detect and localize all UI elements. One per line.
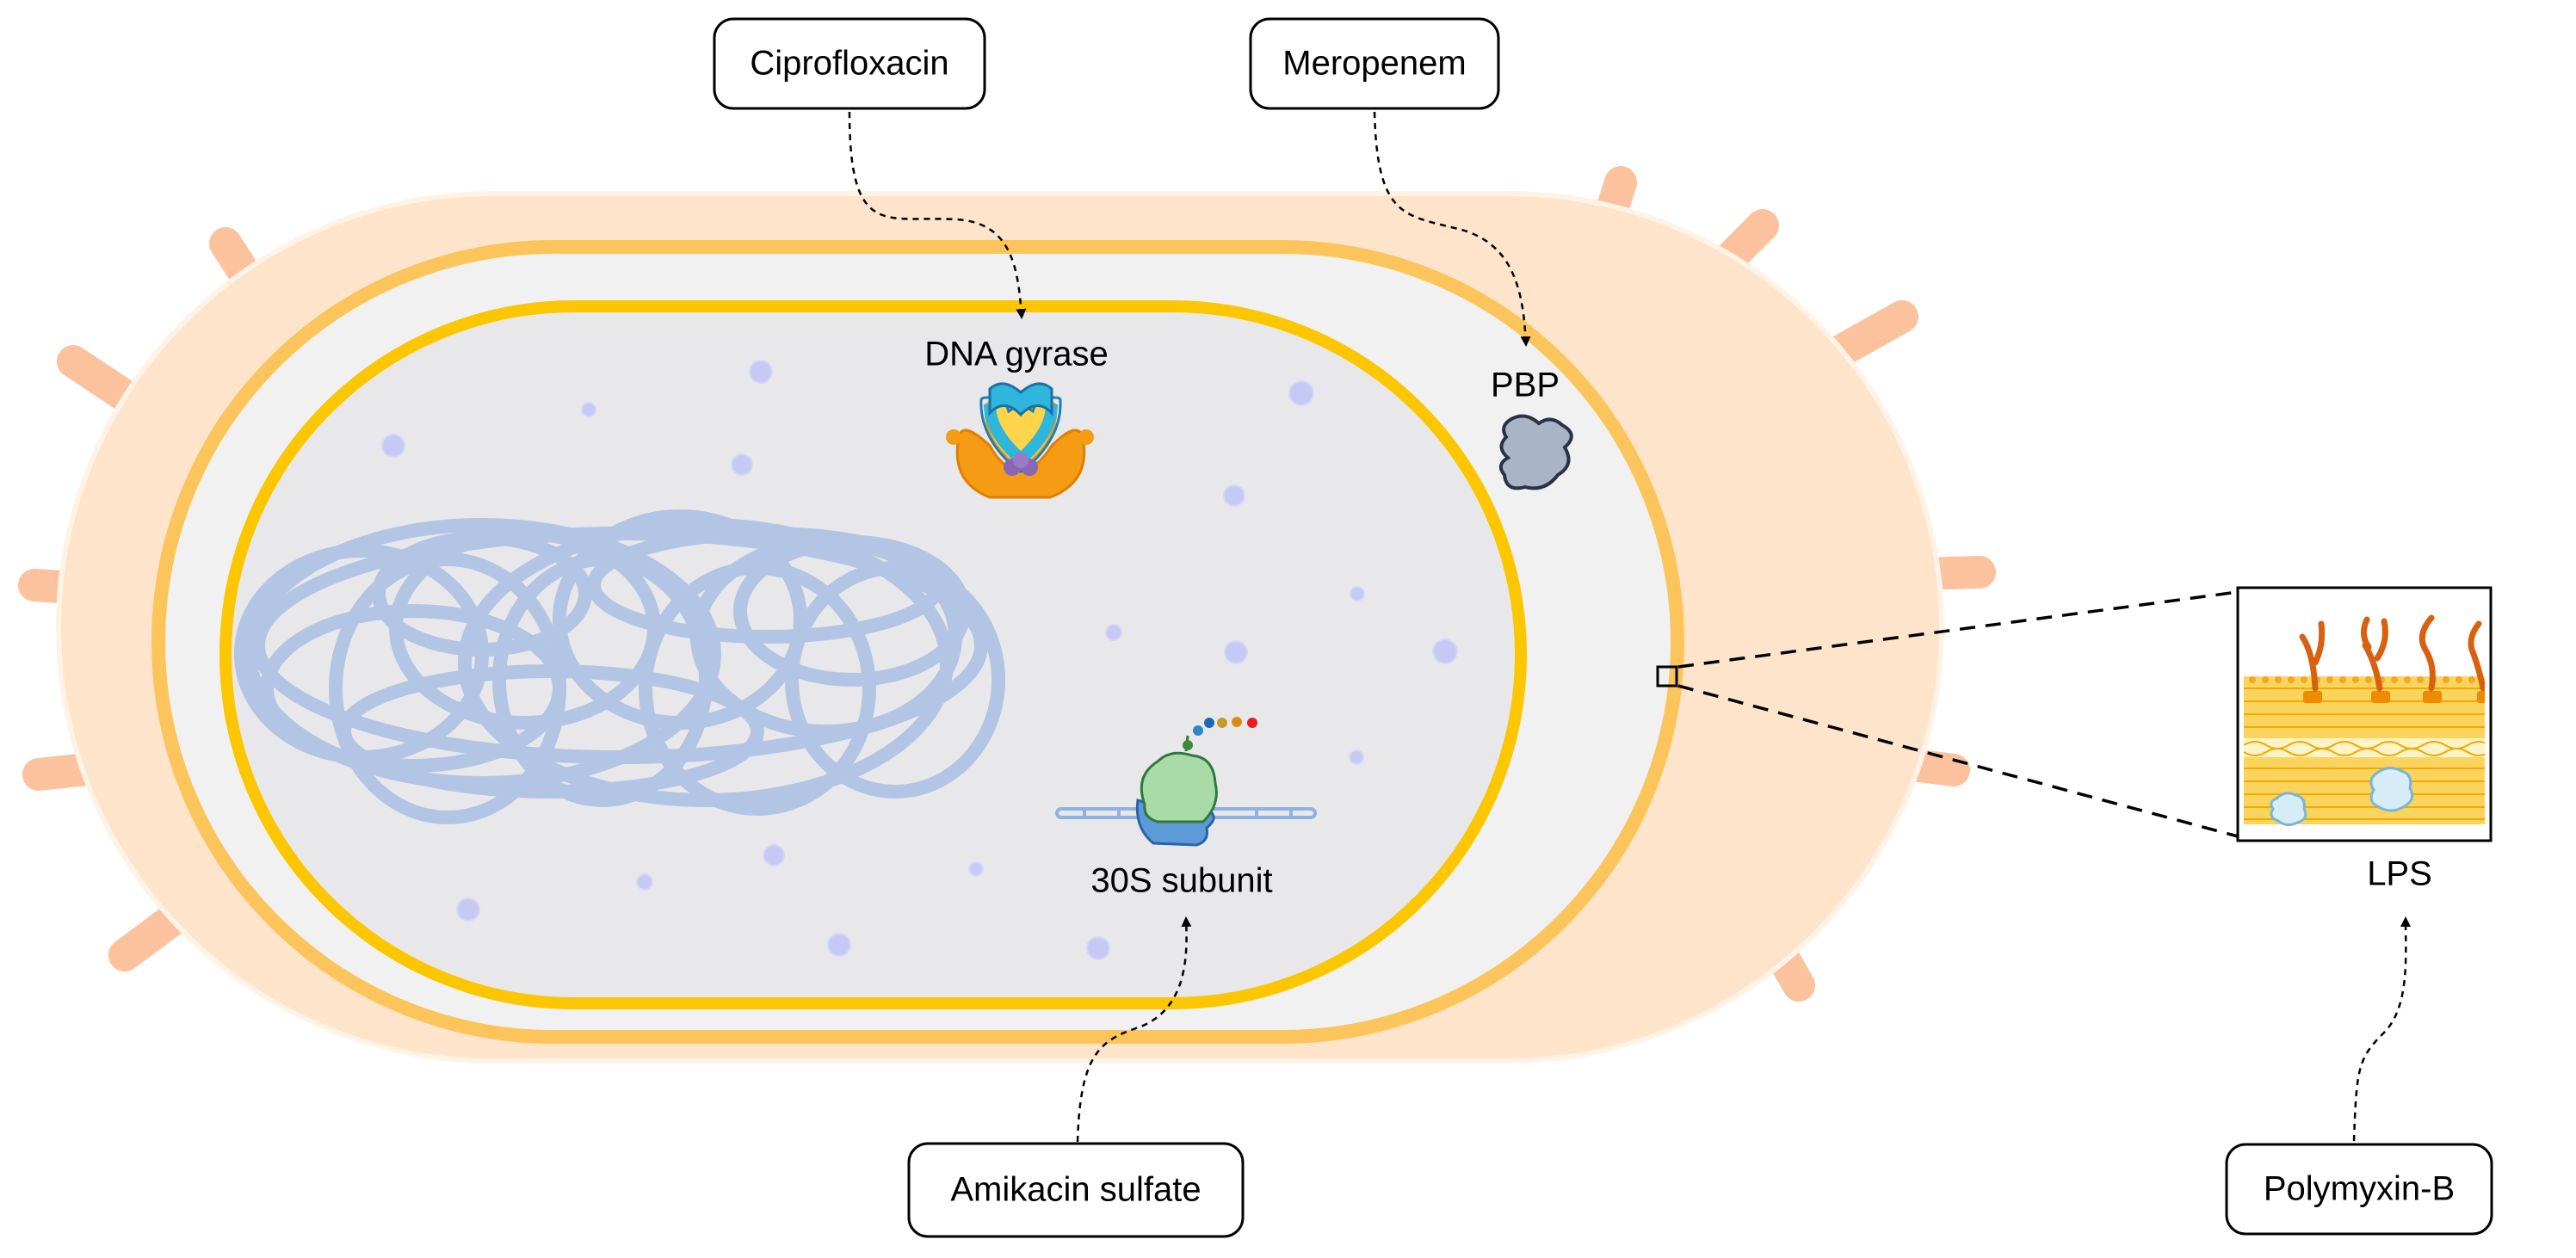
lps-core-blocks bbox=[2303, 691, 2485, 703]
arrow-polymyxin-to-lps bbox=[2352, 916, 2412, 1142]
pbp-protein-icon bbox=[1498, 414, 1573, 490]
dna-gyrase-label: DNA gyrase bbox=[924, 336, 1108, 373]
pilus bbox=[1821, 300, 1918, 369]
zoom-source-square bbox=[1656, 665, 1678, 688]
amikacin-sulfate-label: Amikacin sulfate bbox=[950, 1171, 1201, 1209]
ciprofloxacin-box: Ciprofloxacin bbox=[713, 17, 986, 110]
polymyxin-b-box: Polymyxin-B bbox=[2225, 1143, 2493, 1236]
ribosome-icon bbox=[1055, 717, 1317, 847]
arrow-ciprofloxacin-to-dna-gyrase bbox=[848, 111, 1027, 319]
zoom-line-bottom bbox=[1677, 684, 2239, 838]
cytoplasm-particles bbox=[381, 360, 1458, 960]
meropenem-box: Meropenem bbox=[1249, 17, 1500, 110]
zoom-line-top bbox=[1677, 590, 2239, 669]
dna-gyrase-icon bbox=[946, 382, 1094, 499]
arrow-amikacin-to-30s-subunit bbox=[1076, 916, 1192, 1143]
ribosome-large-subunit bbox=[1140, 751, 1218, 823]
30s-subunit-label: 30S subunit bbox=[1090, 862, 1272, 900]
meropenem-label: Meropenem bbox=[1282, 45, 1466, 83]
pbp-label: PBP bbox=[1491, 367, 1560, 404]
lps-o-antigen-chains bbox=[2299, 614, 2485, 692]
polymyxin-b-label: Polymyxin-B bbox=[2264, 1170, 2455, 1208]
membrane-proteins bbox=[2270, 767, 2414, 827]
ciprofloxacin-label: Ciprofloxacin bbox=[750, 45, 948, 83]
nucleoid-dna bbox=[234, 509, 1005, 824]
inner-membrane bbox=[219, 300, 1527, 1009]
arrow-meropenem-to-pbp bbox=[1373, 111, 1531, 347]
lps-membrane-inset bbox=[2236, 586, 2493, 842]
amikacin-sulfate-box: Amikacin sulfate bbox=[907, 1142, 1245, 1238]
lps-label: LPS bbox=[2367, 855, 2432, 893]
